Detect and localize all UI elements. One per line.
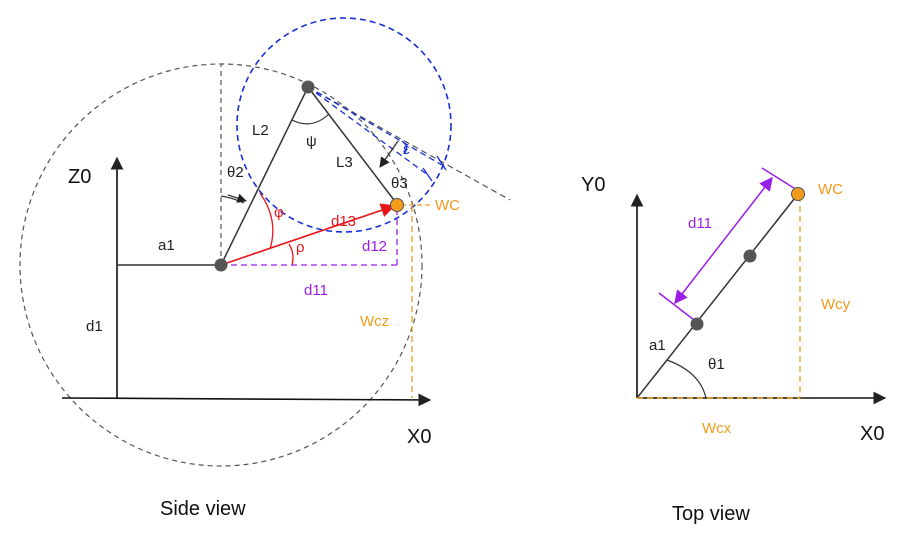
d13-label: d13 bbox=[331, 213, 356, 230]
epsilon-tick-2 bbox=[422, 167, 433, 182]
theta3-arrow bbox=[379, 140, 399, 168]
l2-label: L2 bbox=[252, 122, 269, 139]
wc-label-side: WC bbox=[435, 197, 460, 214]
theta3-label: θ3 bbox=[391, 175, 408, 192]
d11-dimension bbox=[674, 176, 773, 305]
wrist-center-side bbox=[390, 198, 404, 212]
d13-vector bbox=[220, 203, 396, 266]
epsilon-line-2 bbox=[307, 86, 429, 176]
joint-top-2 bbox=[743, 249, 757, 263]
epsilon-arc bbox=[401, 140, 408, 155]
y0-label-top: Y0 bbox=[581, 174, 605, 196]
x0-axis-side bbox=[61, 393, 432, 407]
epsilon-label: ε bbox=[403, 141, 410, 158]
psi-label: ψ bbox=[306, 133, 317, 150]
wcy-label: Wcy bbox=[821, 296, 851, 313]
d12-label: d12 bbox=[362, 238, 387, 255]
a1-label-top: a1 bbox=[649, 337, 666, 354]
theta1-label: θ1 bbox=[708, 356, 725, 373]
l2-extension bbox=[307, 86, 511, 201]
elbow-joint bbox=[301, 80, 315, 94]
z0-label-side: Z0 bbox=[68, 166, 91, 188]
top-view: Y0 X0 a1 θ1 d11 WC Wcy Wcx Top view bbox=[581, 167, 887, 525]
theta2-label: θ2 bbox=[227, 164, 244, 181]
psi-arc bbox=[291, 113, 330, 125]
side-view-caption: Side view bbox=[160, 498, 246, 520]
x0-label-top: X0 bbox=[860, 423, 884, 445]
x0-label-side: X0 bbox=[407, 426, 431, 448]
l3-label: L3 bbox=[336, 154, 353, 171]
joint-top-1 bbox=[690, 317, 704, 331]
d11-label-top: d11 bbox=[688, 215, 712, 232]
side-view: X0 Z0 a1 d1 L2 L3 ψ θ2 θ3 φ ρ d13 d12 d1… bbox=[19, 17, 511, 520]
phi-label: φ bbox=[274, 204, 284, 221]
d1-label: d1 bbox=[86, 318, 103, 335]
phi-arc bbox=[259, 192, 274, 250]
elbow-circle bbox=[236, 17, 452, 233]
wrist-center-top bbox=[791, 187, 805, 201]
rho-arc bbox=[288, 243, 294, 266]
theta2-arrow bbox=[227, 193, 247, 203]
rho-label: ρ bbox=[296, 239, 305, 256]
d11-tick-bottom bbox=[658, 292, 699, 324]
epsilon-tick-1 bbox=[436, 155, 447, 171]
wc-label-top: WC bbox=[818, 181, 843, 198]
link-l3 bbox=[307, 86, 398, 205]
a1-label-side: a1 bbox=[158, 237, 175, 254]
link-l2 bbox=[220, 86, 309, 266]
wcx-label: Wcx bbox=[702, 420, 732, 437]
wcz-label: Wcz bbox=[360, 313, 389, 330]
epsilon-line-1 bbox=[307, 86, 443, 166]
d11-label-side: d11 bbox=[304, 282, 328, 299]
top-view-caption: Top view bbox=[672, 503, 750, 525]
shoulder-joint bbox=[214, 258, 228, 272]
theta1-arc bbox=[666, 359, 707, 399]
